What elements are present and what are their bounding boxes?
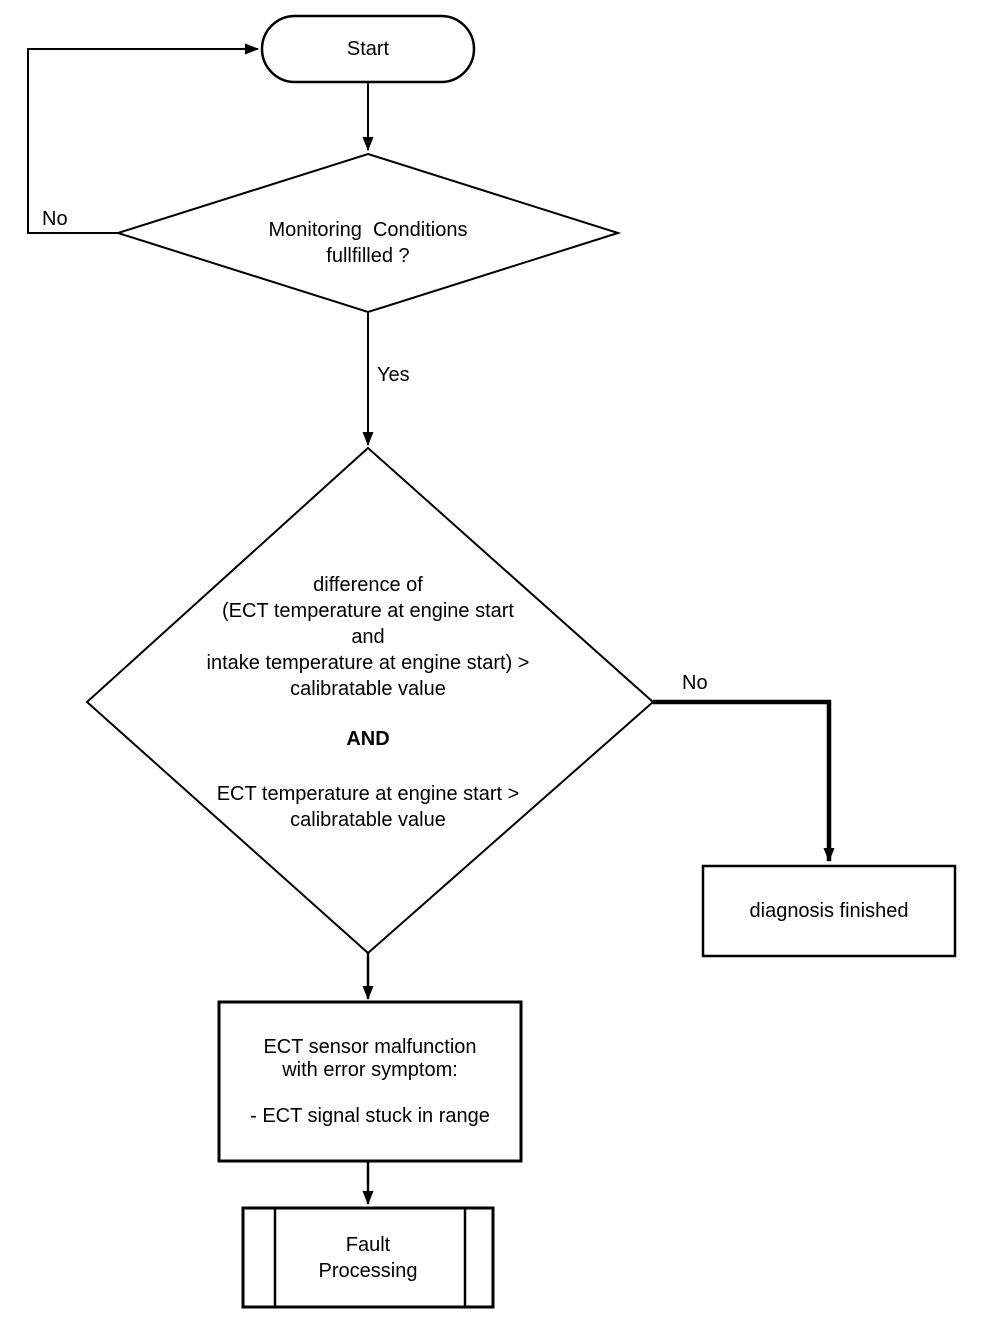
ect-malfunction-label: ECT sensor malfunction with error sympto… [250, 1035, 490, 1127]
monitoring-decision-shape [114, 152, 622, 314]
diagnosis-finished-label: diagnosis finished [749, 900, 909, 922]
edge-label-monitoring-no: No [42, 208, 68, 230]
edge-label-monitoring-yes: Yes [377, 364, 410, 386]
edge-label-ect-no: No [682, 672, 708, 694]
diagnosis-finished-shape [701, 864, 957, 958]
ect-decision-condition-top: difference of (ECT temperature at engine… [206, 574, 530, 700]
monitoring-decision-label: Monitoring Conditions fullfilled ? [268, 219, 468, 267]
start-label: Start [346, 38, 390, 60]
ect-decision-condition-bottom: ECT temperature at engine start > calibr… [216, 783, 520, 831]
edge-ect-no [653, 699, 835, 862]
edge-monitoring-no-loop [27, 43, 259, 234]
start-terminator-shape [260, 14, 476, 84]
ect-decision-shape [85, 446, 655, 955]
fault-processing-label: Fault Processing [318, 1233, 418, 1282]
ect-decision-operator: AND [346, 728, 390, 750]
ect-malfunction-shape [217, 1000, 523, 1163]
fault-processing-shape [241, 1206, 495, 1309]
